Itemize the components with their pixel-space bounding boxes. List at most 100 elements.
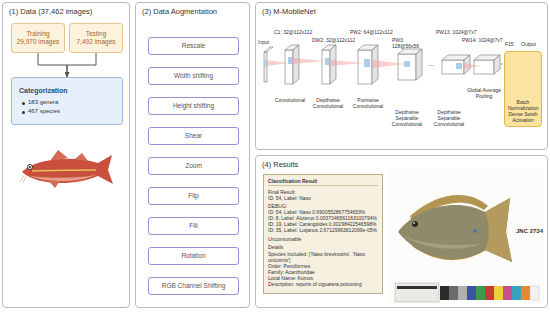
- drawing-shape: [264, 52, 267, 82]
- panel-title: (4) Results: [262, 160, 298, 169]
- drawing-shape: [398, 198, 512, 262]
- box-label: Training: [26, 30, 49, 38]
- drawing-shape: [474, 60, 494, 74]
- drawing-shape: [50, 150, 68, 161]
- box-label: Shear: [185, 132, 202, 140]
- panel: (2) Data AugmentationRescaleWidth shifti…: [135, 2, 250, 308]
- drawing-shape: [449, 286, 458, 300]
- result-line: ID: 35, Label: Lutjanus 2.67129963812099…: [268, 227, 378, 233]
- category-item: 183 genera: [19, 98, 115, 107]
- drawing-shape: [485, 286, 494, 300]
- flow-arrow: [38, 53, 67, 77]
- augmentation-box: Width shifting: [148, 67, 239, 85]
- drawing-shape: [413, 222, 415, 224]
- drawing-shape: [412, 221, 418, 227]
- layer-label: DW2: 32@112x112: [312, 38, 357, 44]
- drawing-shape: [395, 283, 439, 302]
- augmentation-box: RGB Channel Shifting: [148, 277, 239, 295]
- layer-label: PW2: 64@112x112: [350, 30, 395, 36]
- panel: (1) Data (37,462 images)Training29,970 i…: [2, 2, 130, 308]
- drawing-shape: [75, 153, 88, 161]
- layer-label: PW3: 128@56x56: [392, 38, 432, 50]
- category-heading: Categorization: [19, 86, 115, 97]
- result-line: Family: Acanthuridae: [268, 269, 378, 275]
- result-line: Order: Perciformes: [268, 263, 378, 269]
- result-line: Details: [268, 244, 378, 250]
- layer-label: ...: [425, 60, 437, 68]
- fish-photo: [388, 168, 544, 304]
- result-line: DEBUG:: [268, 203, 378, 209]
- category-box: Categorization183 genera467 species: [11, 77, 123, 125]
- box-label: 29,970 images: [17, 38, 60, 46]
- drawing-shape: [512, 286, 521, 300]
- drawing-shape: [20, 175, 26, 183]
- drawing-shape: [28, 165, 33, 170]
- dense-layer-box: Batch Normalization Dense Swish Activati…: [504, 51, 542, 127]
- drawing-shape: [372, 60, 405, 68]
- drawing-shape: [358, 50, 372, 84]
- result-line: ID: 8, Label: Aluterus 0.003734656116310…: [268, 215, 378, 221]
- drawing-shape: [397, 286, 437, 289]
- drawing-shape: [388, 168, 544, 304]
- augmentation-box: Fill: [148, 217, 239, 235]
- panel-title: (2) Data Augmentation: [142, 7, 217, 16]
- drawing-shape: [476, 286, 485, 300]
- layer-label: Convolutional: [271, 98, 309, 104]
- drawing-shape: [48, 180, 60, 188]
- data-split-box: Training29,970 images: [11, 23, 65, 53]
- box-label: Batch Normalization Dense Swish Activati…: [508, 99, 538, 123]
- drawing-shape: [293, 45, 299, 84]
- layer-label: Output: [521, 42, 543, 48]
- data-split-box: Testing7,492 images: [69, 23, 123, 53]
- drawing-shape: [442, 60, 464, 74]
- drawing-shape: [330, 60, 364, 66]
- box-label: 7,492 images: [76, 38, 115, 46]
- augmentation-box: Rotation: [148, 247, 239, 265]
- layer-label: F15: [505, 42, 517, 48]
- box-label: Rescale: [182, 42, 205, 50]
- result-line: Local Name: Kumos: [268, 275, 378, 281]
- layer-label: Pointwise Convolutional: [349, 98, 387, 110]
- drawing-shape: [398, 54, 416, 80]
- layer-label: PW14: 1024@7x7: [462, 38, 504, 44]
- drawing-shape: [30, 175, 96, 181]
- drawing-shape: [467, 286, 476, 300]
- specimen-tag: JNC 2734: [516, 228, 546, 235]
- box-label: Height shifting: [173, 102, 214, 110]
- drawing-shape: [494, 55, 500, 74]
- drawing-shape: [456, 63, 462, 69]
- augmentation-box: Shear: [148, 127, 239, 145]
- drawing-shape: [473, 229, 477, 233]
- drawing-shape: [285, 50, 293, 84]
- drawing-shape: [266, 60, 289, 66]
- drawing-shape: [288, 57, 292, 64]
- panel: (4) ResultsClassification ResultFinal Re…: [255, 155, 548, 308]
- category-item: 467 species: [19, 107, 115, 116]
- drawing-shape: [464, 63, 480, 69]
- drawing-shape: [485, 198, 512, 262]
- box-label: Testing: [86, 30, 107, 38]
- panel-title: (3) M-MobileNet: [262, 7, 316, 16]
- panel: (3) M-MobileNetBatch Normalization Dense…: [255, 2, 548, 150]
- drawing-shape: [500, 64, 503, 65]
- result-line: Final Result:: [268, 189, 378, 195]
- layer-label: Input: [258, 40, 274, 46]
- drawing-shape: [458, 286, 467, 300]
- layer-label: Depthwise Separable Convolutional: [386, 110, 428, 127]
- layer-label: PW13: 1024@7x7: [436, 30, 478, 36]
- kernel-projections: [265, 57, 504, 69]
- drawing-shape: [264, 47, 273, 52]
- drawing-shape: [404, 61, 410, 67]
- flow-arrow: [67, 53, 96, 77]
- box-label: RGB Channel Shifting: [162, 282, 226, 290]
- box-label: Rotation: [181, 252, 205, 260]
- result-line: Species Included: ['Naso brevirostris', …: [268, 251, 378, 263]
- box-label: Zoom: [185, 162, 202, 170]
- result-line: ID: 54, Label: Naso: [268, 195, 378, 201]
- drawing-shape: [265, 60, 267, 66]
- drawing-shape: [494, 286, 503, 300]
- drawing-shape: [364, 59, 370, 67]
- augmentation-box: Rescale: [148, 37, 239, 55]
- augmentation-box: Zoom: [148, 157, 239, 175]
